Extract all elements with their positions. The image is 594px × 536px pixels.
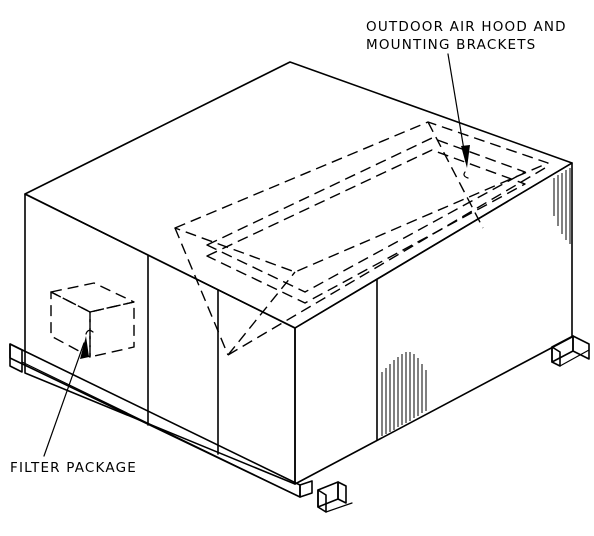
filter-leader-arrow (43, 329, 94, 457)
hood-label-line1: OUTDOOR AIR HOOD AND (366, 19, 567, 35)
base-skid-right (551, 335, 590, 367)
hood-bracket (227, 167, 546, 356)
hood-leader-arrow (447, 53, 470, 179)
cabinet-side-face (294, 162, 573, 485)
cabinet-front-face (24, 193, 296, 485)
outdoor-air-hood (174, 121, 549, 356)
hood-plate-bottom (206, 149, 526, 304)
unit-cabinet (24, 61, 573, 485)
hood-bracket (174, 227, 229, 356)
base-skid-front (317, 481, 353, 513)
cabinet-top-face (24, 61, 573, 329)
hood-bracket (427, 121, 484, 229)
hood-outer-outline (174, 121, 549, 273)
hood-plate-top (206, 137, 526, 293)
hood-bracket (227, 271, 296, 356)
filter-package-label: FILTER PACKAGE (10, 460, 137, 476)
hood-label-line2: MOUNTING BRACKETS (366, 37, 536, 53)
filter-package-box (50, 282, 135, 358)
side-shading (381, 168, 571, 436)
base-skid-left (9, 343, 313, 498)
